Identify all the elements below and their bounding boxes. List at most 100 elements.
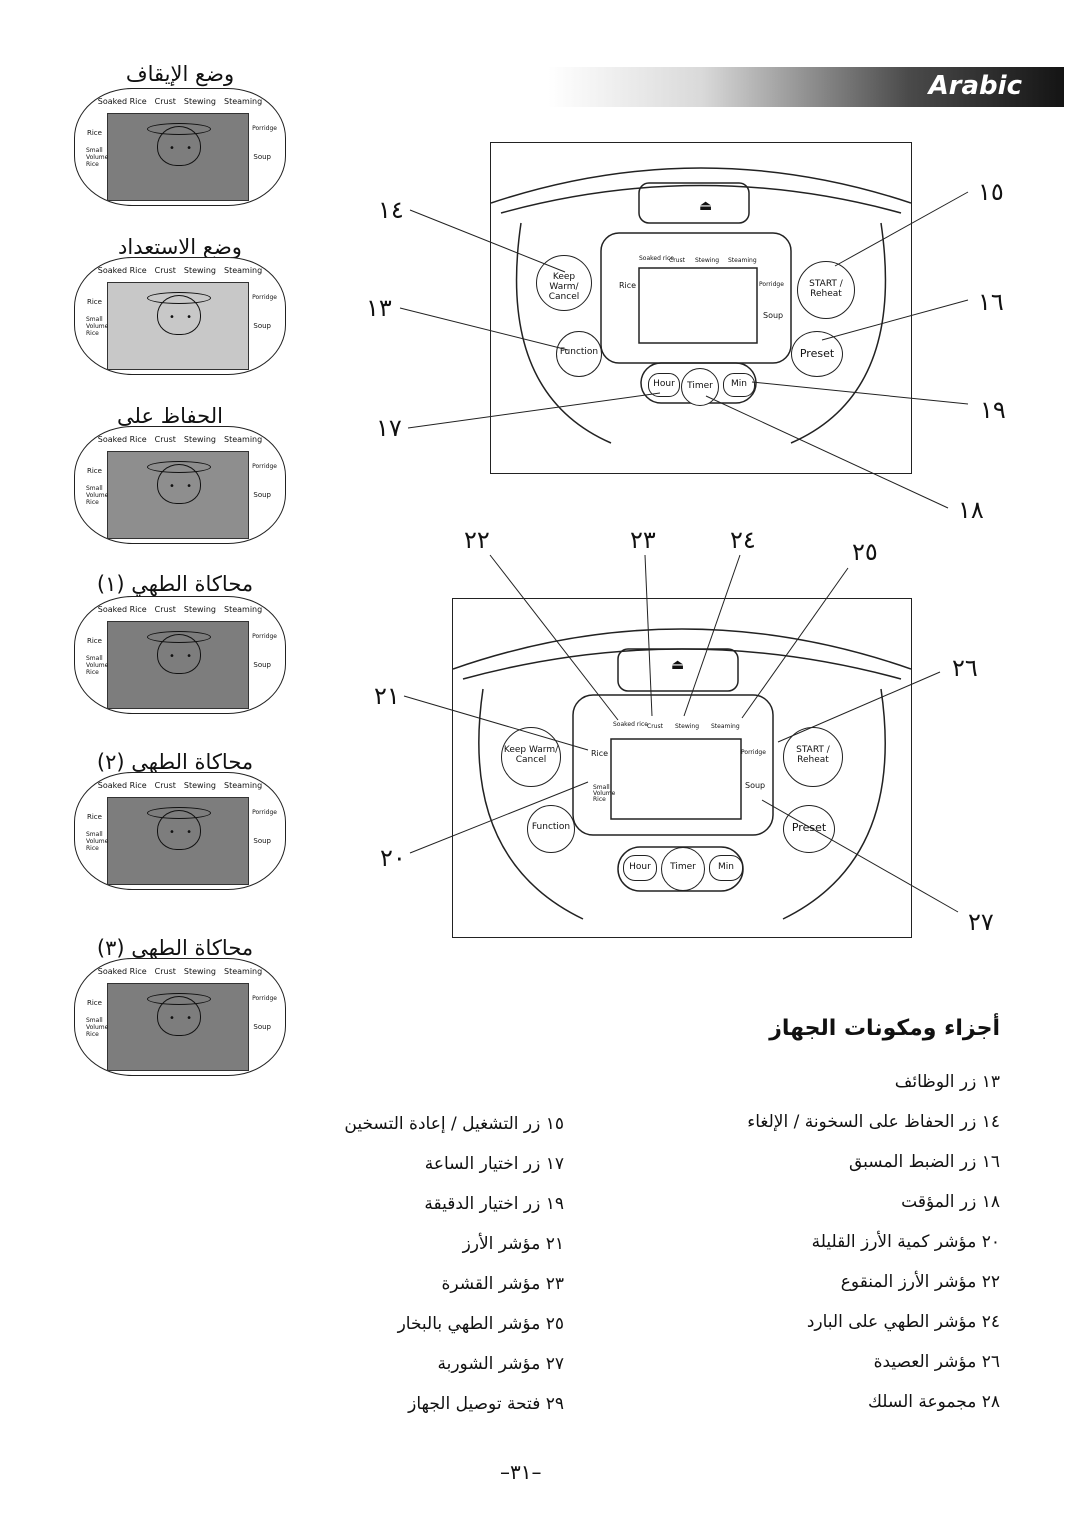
pot-lid-icon <box>147 292 211 304</box>
min-button-bottom[interactable]: Min <box>709 855 743 881</box>
smiley-face-icon: • • <box>169 481 196 492</box>
panel-label: Soaked Rice <box>97 97 147 106</box>
preset-button[interactable]: Preset <box>791 331 843 377</box>
panel-rice-small: Rice <box>86 845 99 852</box>
keep-warm-label: Keep Warm/ Cancel <box>548 272 580 302</box>
callout-18: ١٨ <box>958 496 984 524</box>
panel-soup-label: Soup <box>253 661 271 669</box>
panel-label: Soaked Rice <box>97 266 147 275</box>
panel-small: Small <box>86 485 103 492</box>
panel-label: Soaked Rice <box>97 967 147 976</box>
panel-label: Stewing <box>183 435 216 444</box>
parts-item: ٢٨ مجموعة السلك <box>867 1392 1000 1412</box>
keep-warm-cancel-button[interactable]: Keep Warm/ Cancel <box>536 255 592 311</box>
panel-soup-label: Soup <box>253 837 271 845</box>
panel-soup-label: Soup <box>253 153 271 161</box>
timer-button[interactable]: Timer <box>681 368 719 406</box>
panel-porridge-label: Porridge <box>252 294 277 301</box>
panel-small: Small <box>86 1017 103 1024</box>
min-label-bottom: Min <box>718 862 734 872</box>
panel-volume: Volume <box>86 1024 109 1031</box>
panel-porridge-label: Porridge <box>252 809 277 816</box>
panel-label: Steaming <box>223 97 263 106</box>
preset-label-bottom: Preset <box>791 821 827 834</box>
panel-rice-small: Rice <box>86 1031 99 1038</box>
min-button[interactable]: Min <box>723 373 755 397</box>
parts-item: ١٩ زر اختيار الدقيقة <box>424 1194 564 1214</box>
pot-lid-icon <box>147 631 211 643</box>
callout-23: ٢٣ <box>630 526 656 554</box>
parts-item: ٢٠ مؤشر كمية الأرز القليلة <box>811 1232 1000 1252</box>
pot-lid-icon <box>147 993 211 1005</box>
pot-lid-icon <box>147 461 211 473</box>
panel-label: Stewing <box>183 266 216 275</box>
parts-item: ٢٣ مؤشر القشرة <box>441 1274 564 1294</box>
panel-label: Soaked Rice <box>97 781 147 790</box>
panel-label: Crust <box>154 435 176 444</box>
panel-rice-small: Rice <box>86 499 99 506</box>
panel-rice-label: Rice <box>87 467 102 475</box>
language-banner: Arabic <box>548 67 1064 107</box>
function-label: Function <box>559 347 599 357</box>
panel-label: Crust <box>154 605 176 614</box>
callout-25: ٢٥ <box>852 538 878 566</box>
steaming-indicator: Steaming <box>728 257 757 264</box>
soaked-indicator: Soaked rice <box>639 255 674 262</box>
timer-button-bottom[interactable]: Timer <box>661 847 705 891</box>
panel-label: Steaming <box>223 435 263 444</box>
smiley-face-icon: • • <box>169 651 196 662</box>
parts-title: أجزاء ومكونات الجهاز <box>769 1016 1000 1041</box>
rice-indicator: Rice <box>619 281 637 290</box>
callout-16: ١٦ <box>978 288 1004 316</box>
panel-volume: Volume <box>86 662 109 669</box>
panel-label: Steaming <box>223 781 263 790</box>
smiley-face-icon: • • <box>169 312 196 323</box>
heading-simulation-3: محاكاة الطهي (٣) <box>96 936 254 960</box>
pot-lid-icon <box>147 807 211 819</box>
parts-item: ١٤ زر الحفاظ على السخونة / الإلغاء <box>747 1112 1000 1132</box>
panel-label: Stewing <box>183 605 216 614</box>
soup-indicator: Soup <box>763 311 784 320</box>
panel-volume: Volume <box>86 323 109 330</box>
panel-small: Small <box>86 831 103 838</box>
panel-label: Stewing <box>183 97 216 106</box>
panel-rice-small: Rice <box>86 161 99 168</box>
soup-indicator-bottom: Soup <box>745 781 766 790</box>
keep-warm-cancel-button-bottom[interactable]: Keep Warm/ Cancel <box>501 727 561 787</box>
heading-off-mode: وضع الإيقاف <box>125 62 235 86</box>
rice-indicator-bottom: Rice <box>591 749 609 758</box>
callout-19: ١٩ <box>980 396 1006 424</box>
hour-button-bottom[interactable]: Hour <box>623 855 657 881</box>
function-button[interactable]: Function <box>556 331 602 377</box>
start-reheat-button-bottom[interactable]: START / Reheat <box>783 727 843 787</box>
panel-rice-small: Rice <box>86 330 99 337</box>
panel-label: Stewing <box>183 967 216 976</box>
function-button-bottom[interactable]: Function <box>527 805 575 853</box>
hour-button[interactable]: Hour <box>648 373 680 397</box>
function-label-bottom: Function <box>531 822 571 832</box>
stewing-indicator-bottom: Stewing <box>675 723 700 730</box>
callout-17: ١٧ <box>376 414 402 442</box>
panel-porridge-label: Porridge <box>252 633 277 640</box>
callout-24: ٢٤ <box>730 526 756 554</box>
panel-porridge-label: Porridge <box>252 125 277 132</box>
min-label: Min <box>731 379 747 389</box>
heading-simulation-2: محاكاة الطهي (٢) <box>96 750 254 774</box>
panel-porridge-label: Porridge <box>252 995 277 1002</box>
panel-volume: Volume <box>86 154 109 161</box>
panel-soup-label: Soup <box>253 491 271 499</box>
panel-soup-label: Soup <box>253 1023 271 1031</box>
porridge-indicator-bottom: Porridge <box>741 749 766 756</box>
preset-button-bottom[interactable]: Preset <box>783 805 835 853</box>
panel-volume: Volume <box>86 492 109 499</box>
panel-rice-label: Rice <box>87 813 102 821</box>
start-reheat-button[interactable]: START / Reheat <box>797 261 855 319</box>
smiley-face-icon: • • <box>169 1013 196 1024</box>
page-number: –٣١– <box>500 1460 542 1484</box>
